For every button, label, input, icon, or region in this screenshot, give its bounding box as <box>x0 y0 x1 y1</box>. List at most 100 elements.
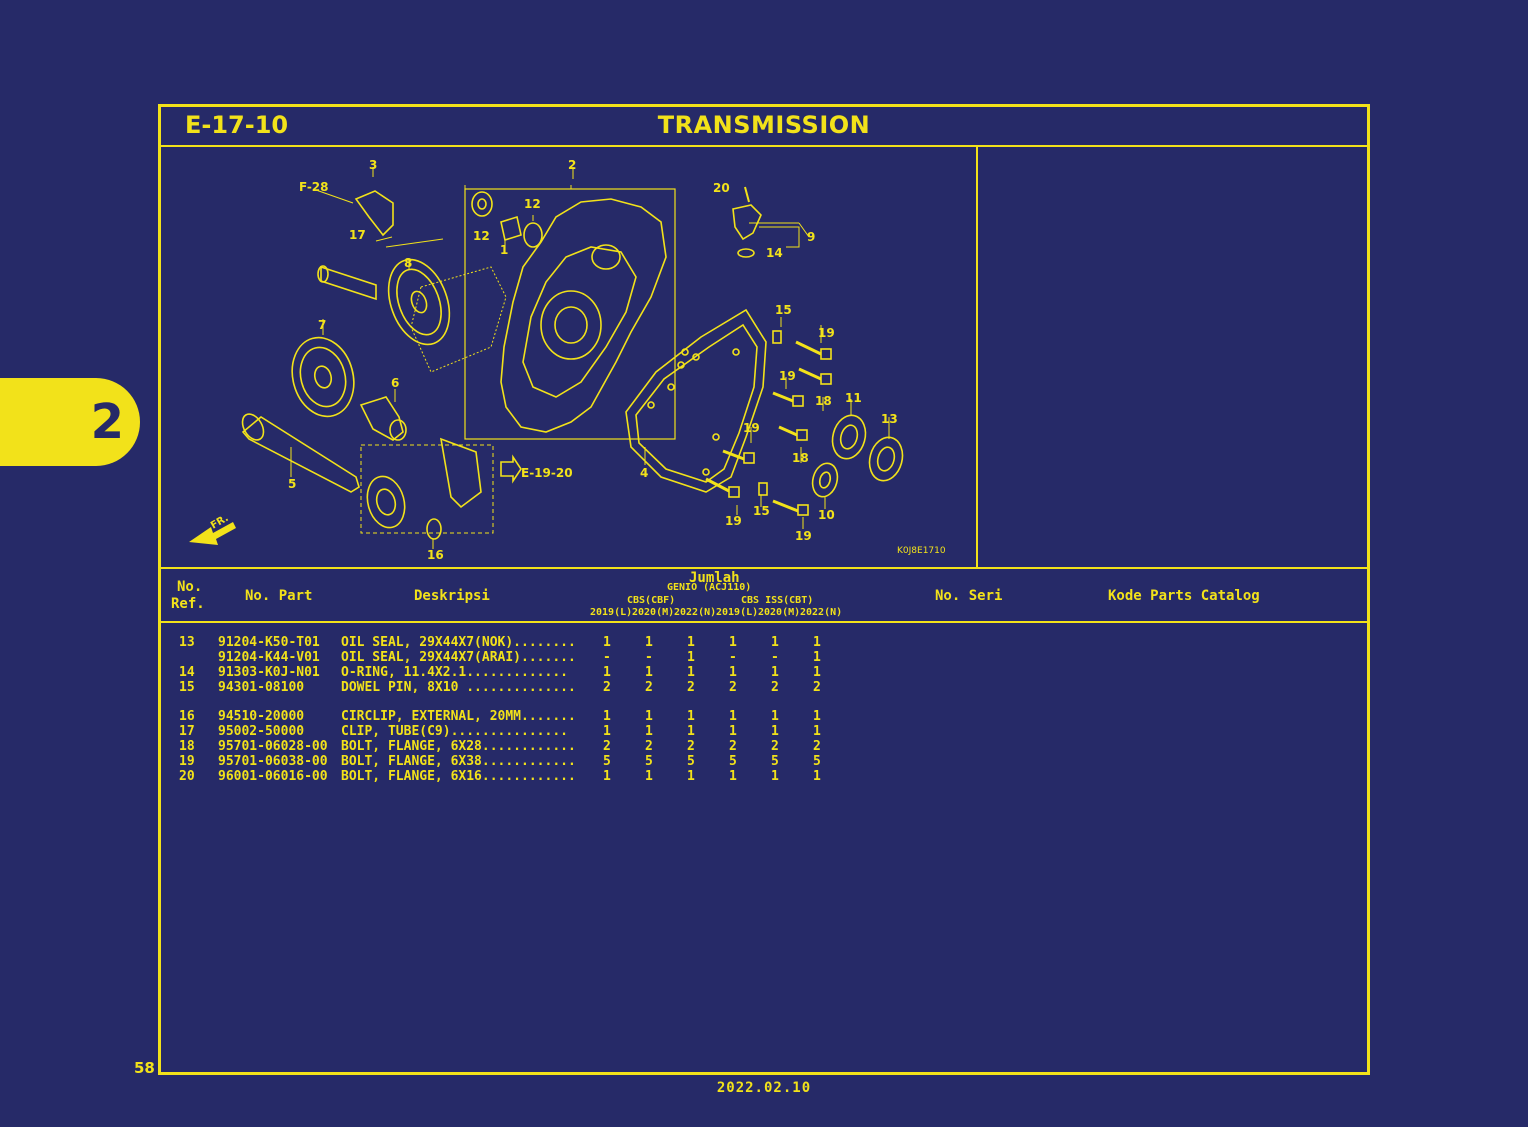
table-row: 20 96001-06016-00 BOLT, FLANGE, 6X16....… <box>161 769 1367 784</box>
header-description: Deskripsi <box>414 588 490 604</box>
row-part-no: 91204-K50-T01 <box>218 635 320 650</box>
ref-4: 4 <box>640 466 648 480</box>
row-description: BOLT, FLANGE, 6X16............ <box>341 769 576 784</box>
header-model: GENIO (ACJ110) <box>667 582 752 593</box>
row-qty-2: 2 <box>645 739 653 754</box>
header-quantity: Jumlah <box>689 570 740 586</box>
row-ref: 14 <box>179 665 195 680</box>
row-qty-5: 2 <box>771 739 779 754</box>
header-ref-no: No. <box>177 579 203 595</box>
table-row: 14 91303-K0J-N01 O-RING, 11.4X2.1.......… <box>161 665 1367 680</box>
row-qty-5: 1 <box>771 665 779 680</box>
row-qty-4: 1 <box>729 769 737 784</box>
row-qty-5: 5 <box>771 754 779 769</box>
ref-18b: 18 <box>792 451 809 465</box>
ref-9: 9 <box>807 230 815 244</box>
header-catalog-code: Kode Parts Catalog <box>1108 588 1260 604</box>
row-qty-6: 1 <box>813 635 821 650</box>
print-date: 2022.02.10 <box>716 1080 812 1096</box>
row-qty-3: 2 <box>687 680 695 695</box>
row-ref: 16 <box>179 709 195 724</box>
table-row: 15 94301-08100 DOWEL PIN, 8X10 .........… <box>161 680 1367 695</box>
row-description: CLIP, TUBE(C9)............... <box>341 724 568 739</box>
row-qty-2: 1 <box>645 635 653 650</box>
row-qty-3: 1 <box>687 769 695 784</box>
chapter-tab: 2 <box>0 378 140 466</box>
header-group-iss: CBS ISS(CBT) <box>741 595 814 606</box>
row-qty-6: 2 <box>813 739 821 754</box>
row-description: BOLT, FLANGE, 6X38............ <box>341 754 576 769</box>
table-row: 19 95701-06038-00 BOLT, FLANGE, 6X38....… <box>161 754 1367 769</box>
row-qty-3: 2 <box>687 739 695 754</box>
ref-e1920: E-19-20 <box>521 466 573 480</box>
row-qty-5: 1 <box>771 635 779 650</box>
parts-table-header: No. Ref. No. Part Deskripsi Jumlah GENIO… <box>161 567 1367 623</box>
row-qty-1: 2 <box>603 680 611 695</box>
catalog-page-frame: E-17-10 TRANSMISSION <box>158 104 1370 1075</box>
ref-19e: 19 <box>795 529 812 543</box>
ref-19b: 19 <box>779 369 796 383</box>
ref-5: 5 <box>288 477 296 491</box>
header-ref: Ref. <box>171 596 205 612</box>
header-year-5: 2020(M) <box>758 607 801 618</box>
row-part-no: 95002-50000 <box>218 724 305 739</box>
row-qty-2: - <box>645 650 653 665</box>
chapter-number: 2 <box>90 394 124 450</box>
ref-19d: 19 <box>725 514 742 528</box>
row-qty-3: 1 <box>687 635 695 650</box>
row-qty-1: 1 <box>603 665 611 680</box>
ref-19a: 19 <box>818 326 835 340</box>
row-qty-6: 2 <box>813 680 821 695</box>
row-qty-6: 1 <box>813 769 821 784</box>
row-description: OIL SEAL, 29X44X7(NOK)........ <box>341 635 576 650</box>
row-part-no: 94301-08100 <box>218 680 305 695</box>
ref-10: 10 <box>818 508 835 522</box>
ref-2: 2 <box>568 158 576 172</box>
row-description: DOWEL PIN, 8X10 .............. <box>341 680 576 695</box>
row-description: CIRCLIP, EXTERNAL, 20MM....... <box>341 709 576 724</box>
header-year-3: 2022(N) <box>674 607 717 618</box>
row-description: O-RING, 11.4X2.1............. <box>341 665 568 680</box>
row-qty-1: - <box>603 650 611 665</box>
row-qty-4: 1 <box>729 665 737 680</box>
row-qty-4: - <box>729 650 737 665</box>
ref-6: 6 <box>391 376 399 390</box>
table-row: 17 95002-50000 CLIP, TUBE(C9)...........… <box>161 724 1367 739</box>
row-qty-3: 1 <box>687 724 695 739</box>
row-part-no: 91204-K44-V01 <box>218 650 320 665</box>
diagram-drawing: F-28 E-19-20 FR. 3 2 17 8 7 6 5 16 4 12 … <box>189 158 946 562</box>
header-part-no: No. Part <box>245 588 313 604</box>
ref-3: 3 <box>369 158 377 172</box>
ref-17: 17 <box>349 228 366 242</box>
row-qty-6: 1 <box>813 650 821 665</box>
ref-19c: 19 <box>743 421 760 435</box>
row-qty-6: 1 <box>813 724 821 739</box>
row-qty-6: 1 <box>813 665 821 680</box>
header-year-1: 2019(L) <box>590 607 633 618</box>
section-code: E-17-10 <box>185 111 289 139</box>
row-qty-1: 5 <box>603 754 611 769</box>
ref-7: 7 <box>318 318 326 332</box>
row-qty-4: 5 <box>729 754 737 769</box>
row-qty-3: 1 <box>687 665 695 680</box>
row-qty-5: 2 <box>771 680 779 695</box>
row-qty-4: 1 <box>729 724 737 739</box>
diagram-image-code: K0J8E1710 <box>897 546 946 556</box>
section-title: TRANSMISSION <box>657 111 871 139</box>
row-qty-2: 1 <box>645 709 653 724</box>
row-qty-1: 1 <box>603 724 611 739</box>
row-ref: 20 <box>179 769 195 784</box>
ref-12b: 12 <box>524 197 541 211</box>
row-qty-2: 1 <box>645 769 653 784</box>
row-description: OIL SEAL, 29X44X7(ARAI)....... <box>341 650 576 665</box>
ref-15b: 15 <box>753 504 770 518</box>
ref-15a: 15 <box>775 303 792 317</box>
exploded-parts-diagram: F-28 E-19-20 FR. 3 2 17 8 7 6 5 16 4 12 … <box>161 147 978 567</box>
row-qty-4: 2 <box>729 739 737 754</box>
row-part-no: 96001-06016-00 <box>218 769 328 784</box>
row-description: BOLT, FLANGE, 6X28............ <box>341 739 576 754</box>
row-qty-1: 2 <box>603 739 611 754</box>
header-year-6: 2022(N) <box>800 607 843 618</box>
row-qty-5: 1 <box>771 709 779 724</box>
row-qty-5: 1 <box>771 724 779 739</box>
